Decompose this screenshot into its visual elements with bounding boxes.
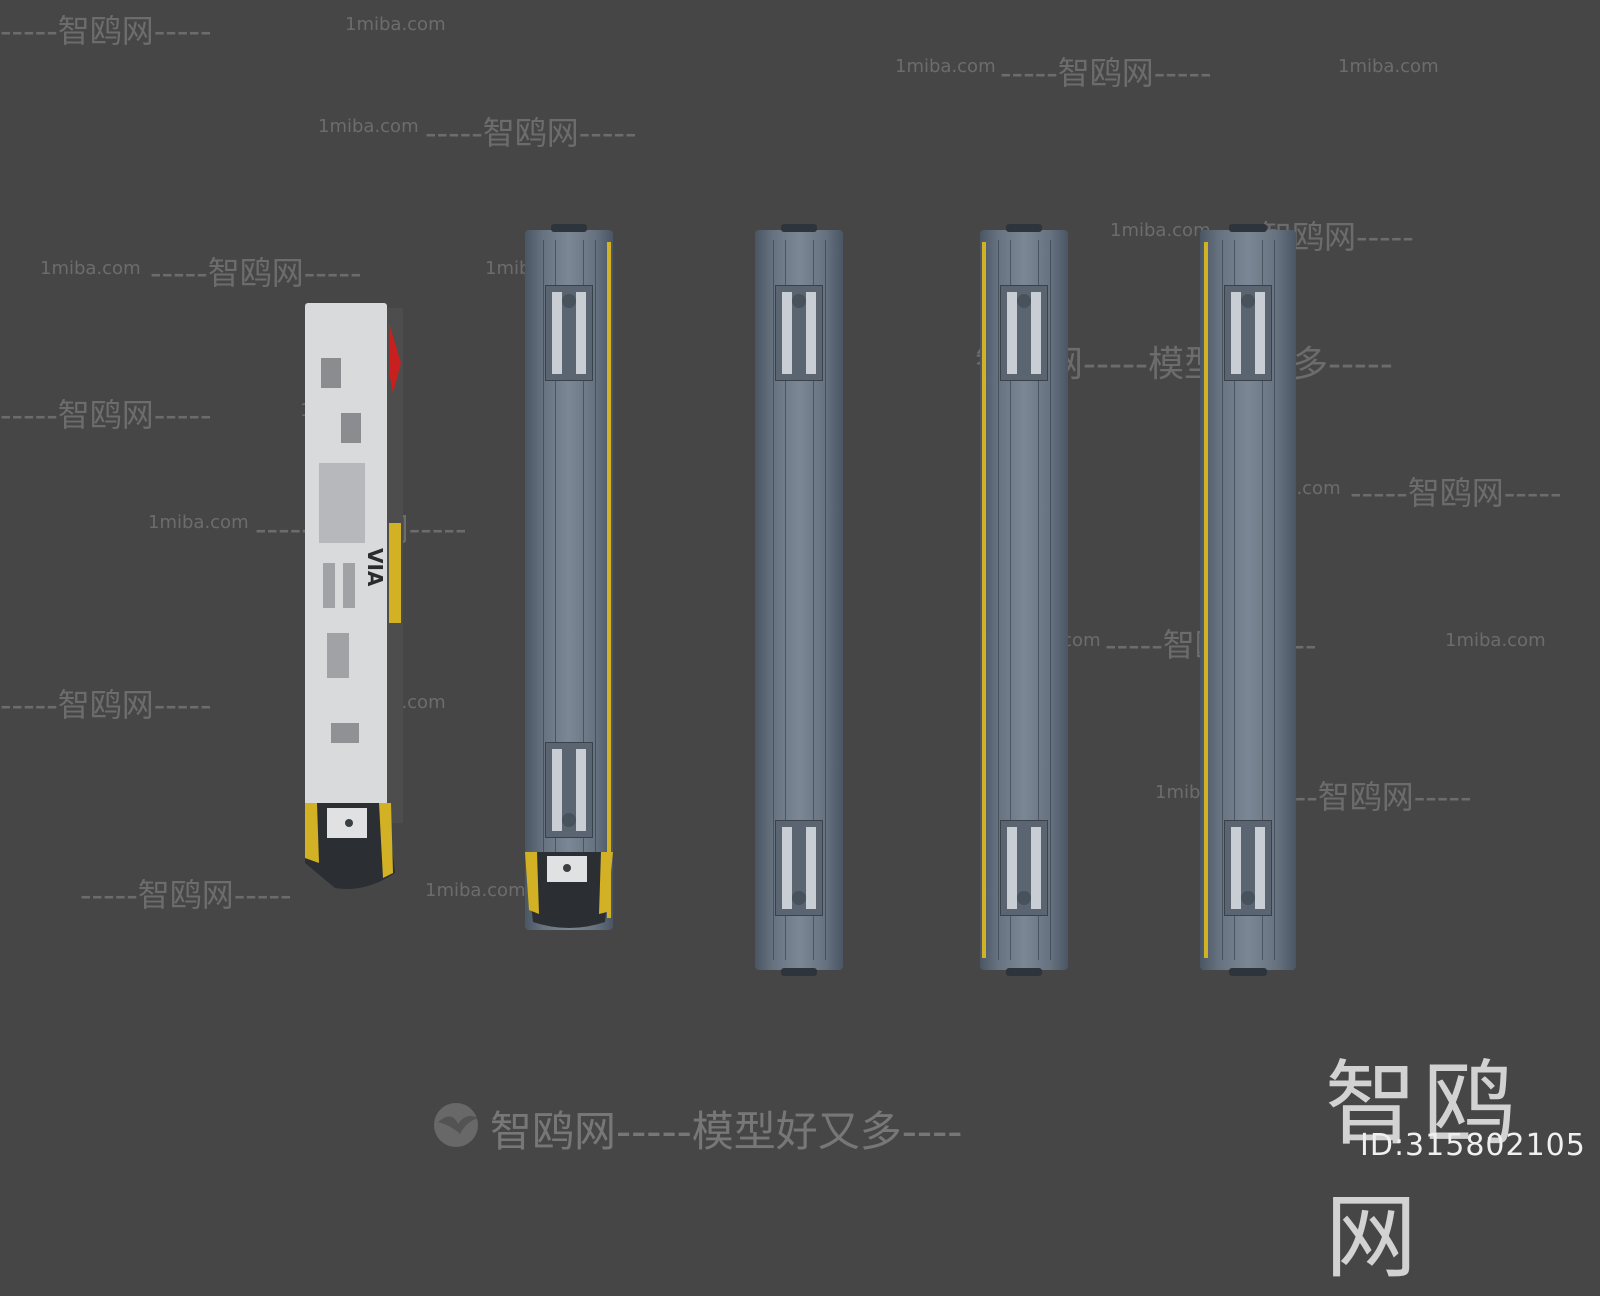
roof-unit: [775, 820, 823, 916]
roof-unit: [1224, 285, 1272, 381]
watermark-url: 1miba.com: [425, 880, 526, 901]
roof-unit: [775, 285, 823, 381]
roof-unit: [1224, 820, 1272, 916]
roof-unit: [545, 742, 593, 838]
watermark-url: 1miba.com: [1110, 220, 1211, 241]
bottom-slogan: 智鸥网-----模型好又多----: [490, 1107, 963, 1156]
watermark-url: 1miba.com: [1338, 56, 1439, 77]
watermark-row: -----智鸥网-----: [0, 396, 212, 434]
watermark-row: -----智鸥网-----: [1000, 54, 1212, 92]
coupler-top: [551, 224, 587, 232]
id-label: ID:315802105: [1360, 1128, 1586, 1163]
watermark-url: 1miba.com: [345, 14, 446, 35]
coach-3: [755, 224, 843, 976]
cab-front: [525, 852, 613, 928]
locomotive-drawing: [305, 303, 403, 889]
watermark-row: -----智鸥网-----: [1350, 474, 1562, 512]
roof-unit: [545, 285, 593, 381]
watermark-row: -----智鸥网-----: [425, 114, 637, 152]
coupler-top: [1228, 224, 1268, 232]
watermark-url: 1miba.com: [318, 116, 419, 137]
watermark-row: -----智鸥网-----: [0, 12, 212, 50]
coach-4: [980, 224, 1068, 976]
coupler-bottom: [1228, 968, 1268, 976]
roof-unit: [1000, 285, 1048, 381]
roof-unit: [1000, 820, 1048, 916]
watermark-row: -----智鸥网-----: [80, 876, 292, 914]
watermark-row: -----智鸥网-----: [150, 254, 362, 292]
bird-logo-icon: [434, 1103, 478, 1147]
livery-text: VIA: [363, 548, 387, 587]
watermark-row: -----智鸥网-----: [0, 686, 212, 724]
coupler-bottom: [781, 968, 817, 976]
watermark-url: 1miba.com: [40, 258, 141, 279]
coach-2: [525, 224, 613, 930]
watermark-url: 1miba.com: [1445, 630, 1546, 651]
coupler-bottom: [1006, 968, 1042, 976]
coach-5: [1200, 224, 1296, 976]
yellow-stripe: [982, 242, 986, 958]
brand-logo: 智鸥网: [1325, 1051, 1522, 1291]
yellow-stripe: [607, 242, 611, 918]
locomotive-car: VIA: [305, 303, 405, 893]
coupler-top: [1006, 224, 1042, 232]
watermark-url: 1miba.com: [148, 512, 249, 533]
watermark-url: 1miba.com: [895, 56, 996, 77]
coupler-top: [781, 224, 817, 232]
yellow-stripe: [1204, 242, 1208, 958]
